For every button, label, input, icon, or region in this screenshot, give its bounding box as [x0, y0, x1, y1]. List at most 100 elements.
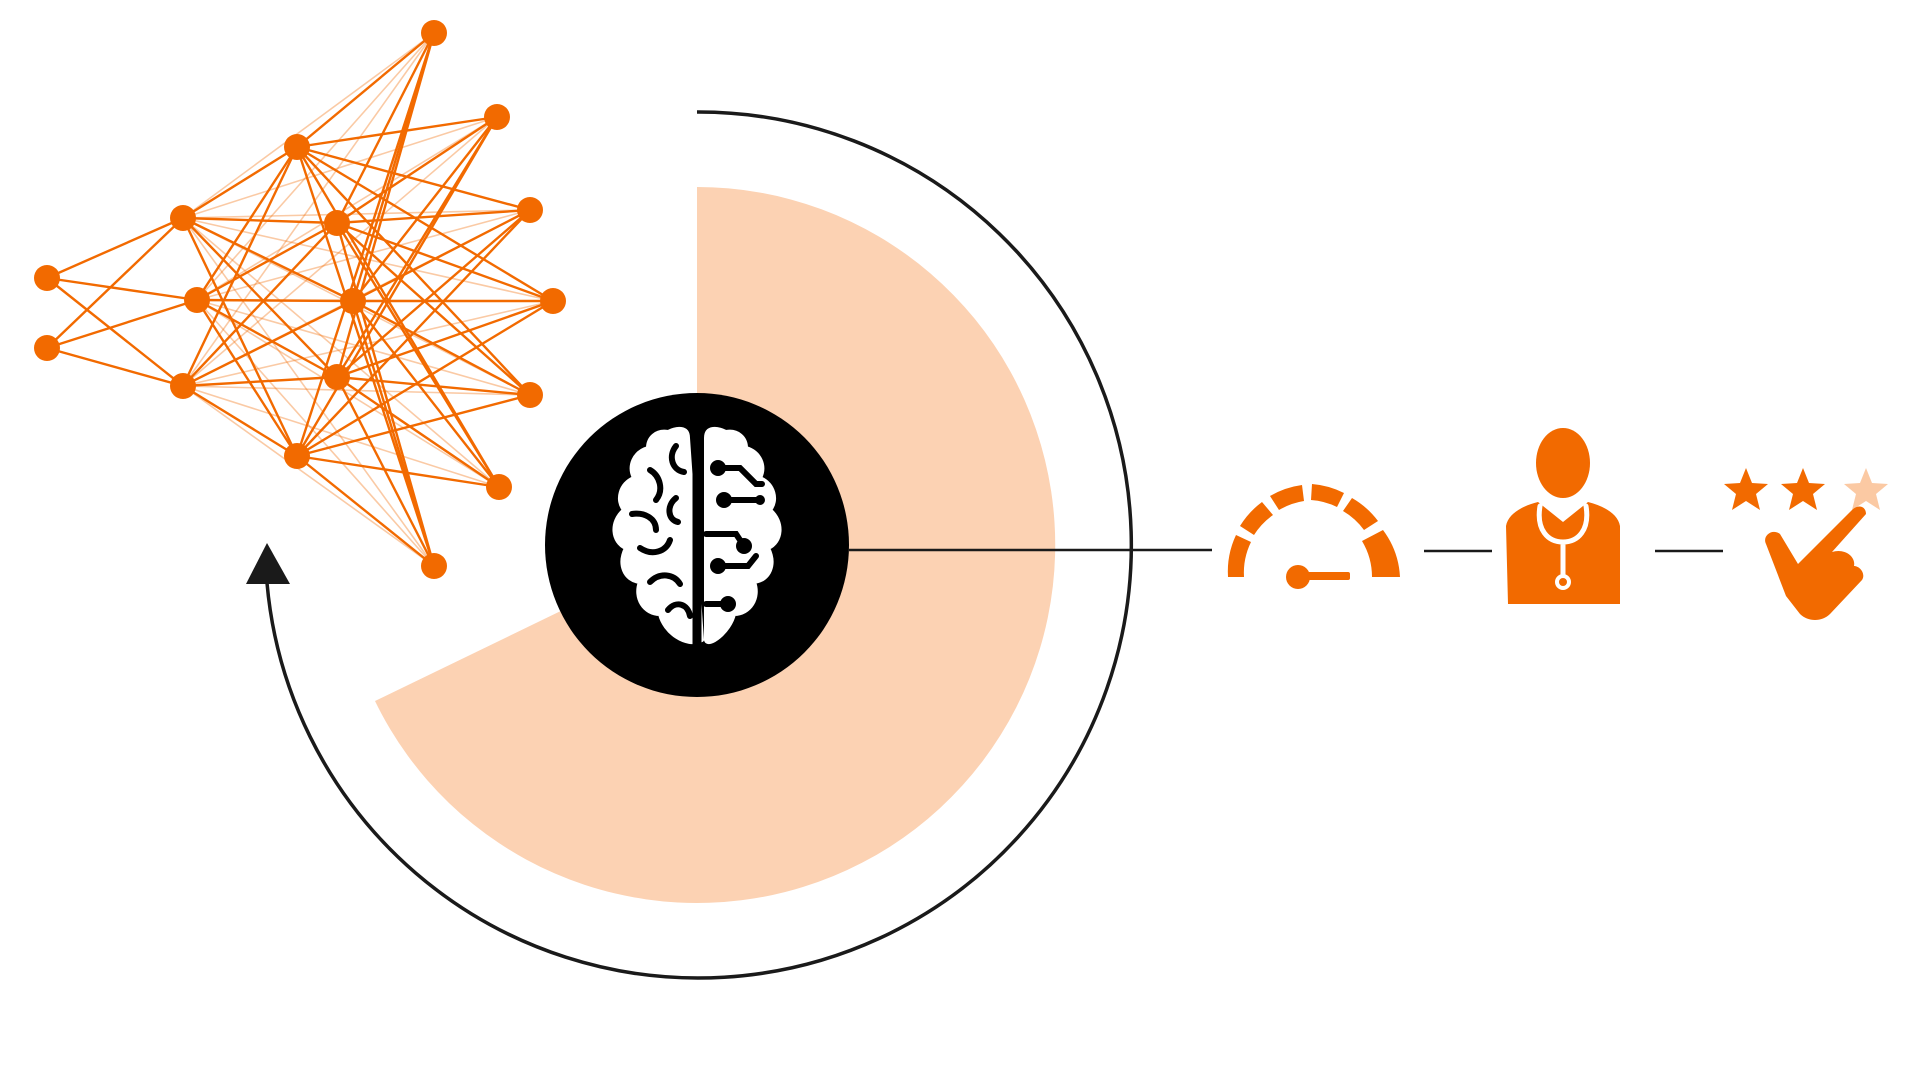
network-edge [46, 298, 198, 350]
network-node [517, 382, 543, 408]
network-edge [182, 384, 298, 458]
network-edges [46, 32, 554, 567]
gauge-needle [1298, 572, 1350, 580]
network-edge [335, 32, 436, 378]
network-edge [181, 146, 299, 387]
network-edge [46, 346, 184, 388]
network-edge [296, 145, 531, 212]
brain-circuit-nodes [710, 460, 765, 612]
network-edge [182, 116, 498, 219]
brain-left-hemisphere [612, 426, 704, 644]
network-edge [46, 217, 184, 349]
network-edge [46, 216, 184, 280]
network-edge [182, 222, 338, 387]
network-edge [46, 276, 198, 302]
network-edge [336, 115, 498, 225]
network-edge [182, 216, 354, 303]
network-edge [336, 376, 500, 488]
stethoscope-chestpiece [1555, 574, 1571, 590]
network-edge [195, 299, 299, 457]
cycle-arrowhead [246, 543, 290, 584]
speedometer-gauge-icon [1227, 484, 1400, 589]
network-edge [335, 32, 436, 224]
network-edge [195, 146, 299, 301]
network-node [340, 288, 366, 314]
network-edge [196, 299, 435, 567]
gauge-segment [1343, 498, 1378, 530]
network-node [34, 265, 60, 291]
doctor-head [1536, 428, 1590, 498]
network-edge [182, 217, 338, 378]
network-node [484, 104, 510, 130]
network-edge [182, 145, 298, 220]
gauge-segment [1240, 502, 1273, 535]
network-edge [182, 375, 338, 388]
network-edge [296, 115, 498, 149]
network-node [324, 364, 350, 390]
network-edge [352, 300, 500, 488]
network-edge [335, 222, 436, 567]
network-node [184, 287, 210, 313]
network-node [421, 20, 447, 46]
network-edge [46, 277, 184, 387]
network-edge [196, 116, 498, 301]
network-nodes [34, 20, 566, 579]
network-edge [182, 216, 338, 225]
star-rating-hand-icon [1724, 468, 1888, 620]
star-faded-3 [1844, 468, 1888, 510]
network-edge [182, 385, 500, 488]
brain-circuit-traces [703, 465, 765, 607]
network-edge [336, 209, 531, 378]
network-edge [182, 385, 531, 396]
gauge-segment [1311, 484, 1344, 507]
network-node [421, 553, 447, 579]
network-node [284, 443, 310, 469]
neural-network-icon [34, 20, 566, 579]
network-edge [295, 146, 436, 567]
network-edge [335, 116, 499, 378]
network-node [324, 210, 350, 236]
network-edge [182, 32, 435, 219]
network-node [540, 288, 566, 314]
pointing-hand [1765, 506, 1866, 620]
network-edge [335, 376, 436, 567]
network-node [517, 197, 543, 223]
network-edge [336, 208, 531, 225]
gauge-segment [1362, 530, 1400, 577]
network-edge [352, 116, 498, 302]
network-edge [182, 116, 498, 387]
cycle-arc [265, 110, 1134, 980]
gauge-segment [1227, 535, 1251, 577]
network-edge [196, 221, 338, 302]
network-edge [295, 32, 436, 457]
network-edge [182, 217, 500, 488]
network-node [34, 335, 60, 361]
network-edge [196, 299, 500, 488]
network-edge [196, 32, 435, 301]
network-node [170, 373, 196, 399]
network-edge [182, 299, 354, 388]
brain-folds [629, 443, 693, 619]
network-node [486, 474, 512, 500]
network-edge [336, 299, 554, 379]
star-filled-1 [1724, 468, 1768, 510]
network-edge [352, 299, 531, 397]
network-edge [336, 375, 531, 397]
network-edge [352, 208, 531, 303]
star-filled-2 [1781, 468, 1825, 510]
network-edge [196, 299, 554, 302]
doctor-stethoscope [1536, 503, 1590, 581]
network-edge [182, 217, 554, 302]
network-edge [182, 385, 435, 567]
network-edge [296, 454, 500, 489]
doctor-stethoscope-icon [1506, 428, 1620, 604]
network-edge [196, 209, 531, 301]
network-edge [296, 299, 554, 458]
network-edge [182, 217, 435, 567]
network-edge [296, 393, 531, 458]
network-edge [196, 298, 338, 379]
network-node [284, 134, 310, 160]
network-edge [296, 145, 554, 303]
